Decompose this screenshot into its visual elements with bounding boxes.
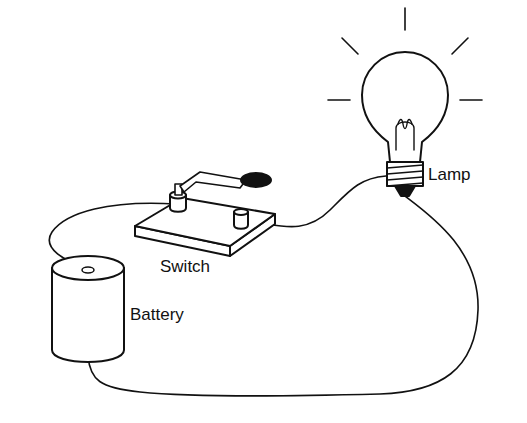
battery-cell xyxy=(52,256,124,362)
part-label: Switch xyxy=(160,258,210,277)
part-label: Battery xyxy=(130,306,184,325)
knife-switch xyxy=(135,172,275,256)
wire xyxy=(88,196,478,396)
glow-rays xyxy=(328,8,482,100)
part-label: Lamp xyxy=(428,166,471,185)
